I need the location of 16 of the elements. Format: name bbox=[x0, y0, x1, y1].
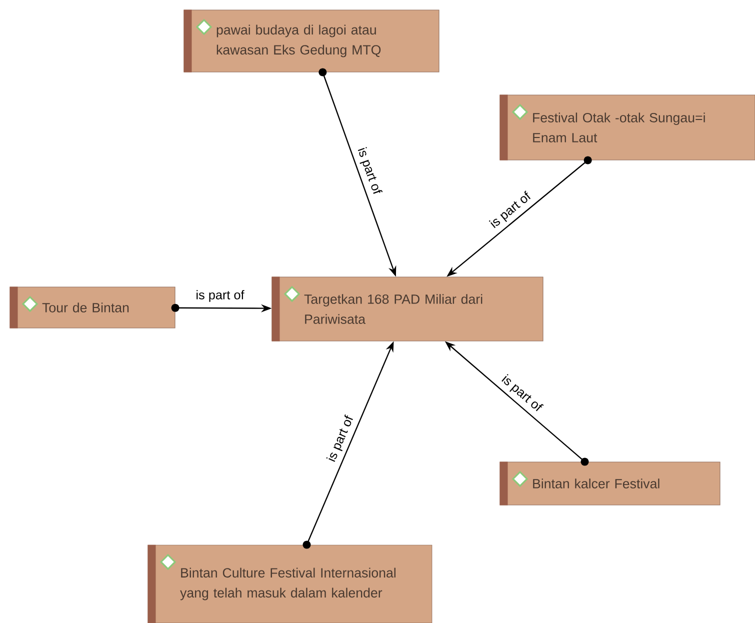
node-text: Bintan kalcer Festival bbox=[533, 478, 660, 488]
concept-box bbox=[272, 276, 544, 342]
node-text: Targetkan 168 PAD Miliar dari Pariwisata bbox=[304, 294, 482, 324]
edge-label: is part of bbox=[497, 372, 546, 416]
edge-label: is part of bbox=[353, 144, 384, 198]
concept-box bbox=[500, 462, 720, 506]
edge-label: is part of bbox=[324, 412, 358, 466]
concept-box bbox=[10, 286, 176, 328]
concept-box bbox=[500, 94, 755, 160]
node-text: Bintan Culture Festival Internasional yang telah masuk dalam kalender bbox=[180, 568, 396, 600]
node-text: pawai budaya di lagoi atau kawasan Eks Gedung MTQ bbox=[216, 24, 381, 58]
concept-box bbox=[148, 544, 432, 623]
edge-label: is part of bbox=[194, 288, 246, 304]
node-text: Tour de Bintan bbox=[42, 302, 129, 312]
concept-box bbox=[184, 10, 440, 72]
node-text: Festival Otak -otak Sungau=i Enam Laut bbox=[533, 112, 705, 142]
